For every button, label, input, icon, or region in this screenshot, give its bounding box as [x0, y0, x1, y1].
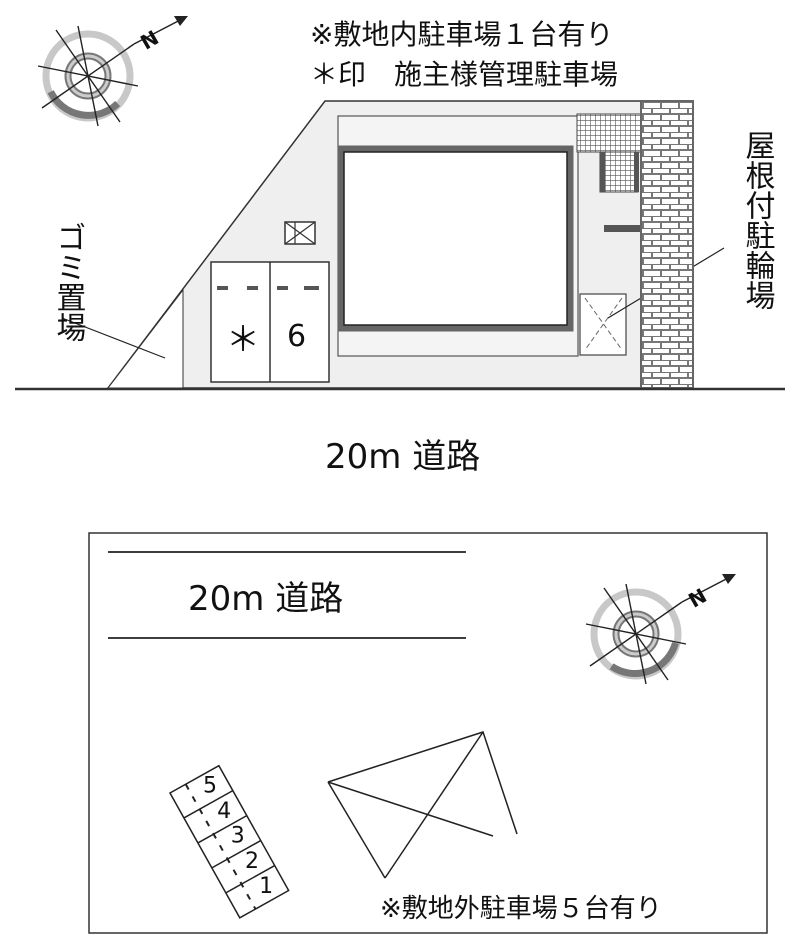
building — [337, 145, 574, 332]
offsite-parking-note: ※敷地外駐車場５台有り — [380, 894, 662, 924]
onsite-parking-note: ※敷地内駐車場１台有り — [310, 18, 613, 51]
offsite-map: 20m 道路 N 5 4 — [88, 532, 768, 934]
parking-slot-label: 5 — [203, 774, 217, 799]
offsite-compass-icon: N — [585, 574, 736, 685]
owner-parking-mark: ＊ — [226, 320, 260, 360]
parking-space-number: 6 — [287, 319, 306, 354]
parking-slot-label: 2 — [245, 849, 259, 874]
compass-icon: N — [37, 16, 188, 127]
garbage-leader-line — [61, 317, 166, 359]
compass-north-label: N — [136, 25, 163, 54]
bicycle-parking — [579, 293, 627, 356]
parking-slot-label: 3 — [231, 823, 245, 848]
garbage-area-label: ゴミ置場 — [51, 222, 86, 342]
offsite-parking-strip: 5 4 3 2 1 — [168, 764, 290, 919]
brick-wall — [640, 100, 694, 389]
parking-slot-label: 1 — [259, 874, 273, 899]
parking-slot-label: 4 — [217, 799, 231, 824]
offsite-building — [327, 731, 518, 879]
bicycle-parking-label: 屋根付駐輪場 — [740, 130, 775, 310]
offsite-road-label: 20m 道路 — [188, 579, 343, 619]
road-label: 20m 道路 — [325, 437, 480, 477]
lot: ＊ 6 — [15, 100, 785, 391]
owner-parking-note: ＊印 施主様管理駐車場 — [310, 58, 618, 91]
